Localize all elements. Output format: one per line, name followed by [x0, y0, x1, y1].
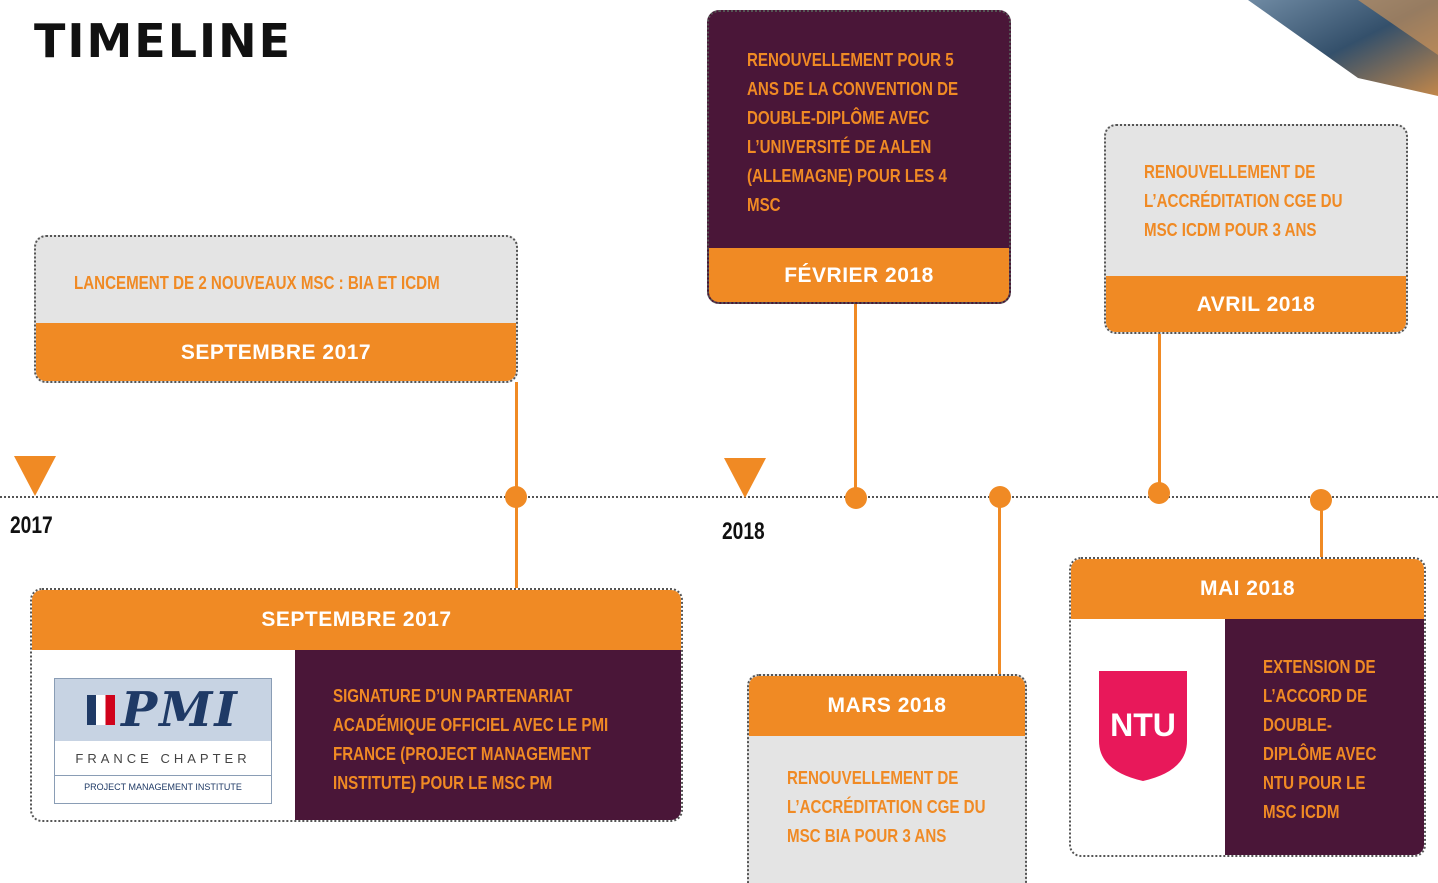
- pmi-line2: PROJECT MANAGEMENT INSTITUTE: [55, 775, 271, 798]
- pmi-mark: PMI: [121, 682, 239, 738]
- stem-avril-2018: [1158, 333, 1161, 493]
- event-date-band: MAI 2018: [1071, 559, 1424, 619]
- timeline-dot-fev-2018: [845, 487, 867, 509]
- year-marker-2018-icon: [724, 458, 766, 498]
- event-card-mai: MAI 2018 NTU EXTENSION DE L’ACCORD DE DO…: [1069, 557, 1426, 857]
- text-panel: SIGNATURE D’UN PARTENARIAT ACADÉMIQUE OF…: [295, 650, 681, 820]
- stem-mars-2018: [998, 496, 1001, 674]
- timeline-dot-mai-2018: [1310, 489, 1332, 511]
- corner-photo-image: [1248, 0, 1438, 96]
- event-text: SIGNATURE D’UN PARTENARIAT ACADÉMIQUE OF…: [333, 686, 609, 793]
- stem-fev-2018: [854, 303, 857, 497]
- ntu-shield-icon: [1099, 671, 1187, 781]
- logo-panel: NTU: [1071, 619, 1225, 855]
- pmi-logo-icon: PMI FRANCE CHAPTER PROJECT MANAGEMENT IN…: [54, 678, 272, 804]
- event-text: RENOUVELLEMENT DE L’ACCRÉDITATION CGE DU…: [787, 768, 986, 846]
- france-flag-icon: [87, 695, 116, 725]
- logo-panel: PMI FRANCE CHAPTER PROJECT MANAGEMENT IN…: [32, 650, 295, 820]
- event-date-band: SEPTEMBRE 2017: [36, 323, 516, 381]
- event-date-band: FÉVRIER 2018: [709, 248, 1009, 302]
- stem-mai-2018: [1320, 500, 1323, 558]
- year-label-2018: 2018: [722, 518, 765, 545]
- timeline-dot-sept-2017: [505, 486, 527, 508]
- event-text: LANCEMENT DE 2 NOUVEAUX MSC : BIA ET ICD…: [74, 273, 440, 293]
- event-text: EXTENSION DE L’ACCORD DE DOUBLE-DIPLÔME …: [1263, 657, 1377, 822]
- stem-sept-2017: [515, 382, 518, 588]
- pmi-line1: FRANCE CHAPTER: [75, 751, 251, 766]
- timeline-axis: [0, 496, 1438, 498]
- event-date-band: AVRIL 2018: [1106, 276, 1406, 332]
- text-panel: EXTENSION DE L’ACCORD DE DOUBLE-DIPLÔME …: [1225, 619, 1424, 855]
- year-marker-2017-icon: [14, 456, 56, 496]
- ntu-logo-text: NTU: [1110, 707, 1176, 743]
- page-title: TIMELINE: [34, 14, 293, 68]
- year-label-2017: 2017: [10, 512, 53, 539]
- event-card-sept-launch: LANCEMENT DE 2 NOUVEAUX MSC : BIA ET ICD…: [34, 235, 518, 383]
- event-card-sept-pmi: SEPTEMBRE 2017 PMI FRANCE CHAPTER PROJEC…: [30, 588, 683, 822]
- event-card-mars: MARS 2018 RENOUVELLEMENT DE L’ACCRÉDITAT…: [747, 674, 1027, 883]
- event-text: RENOUVELLEMENT POUR 5 ANS DE LA CONVENTI…: [747, 50, 959, 215]
- event-card-fev: RENOUVELLEMENT POUR 5 ANS DE LA CONVENTI…: [707, 10, 1011, 304]
- timeline-dot-avril-2018: [1148, 482, 1170, 504]
- event-card-avril: RENOUVELLEMENT DE L’ACCRÉDITATION CGE DU…: [1104, 124, 1408, 334]
- event-date-band: MARS 2018: [749, 676, 1025, 736]
- event-text: RENOUVELLEMENT DE L’ACCRÉDITATION CGE DU…: [1144, 162, 1343, 240]
- timeline-dot-mars-2018: [989, 486, 1011, 508]
- event-date-band: SEPTEMBRE 2017: [32, 590, 681, 650]
